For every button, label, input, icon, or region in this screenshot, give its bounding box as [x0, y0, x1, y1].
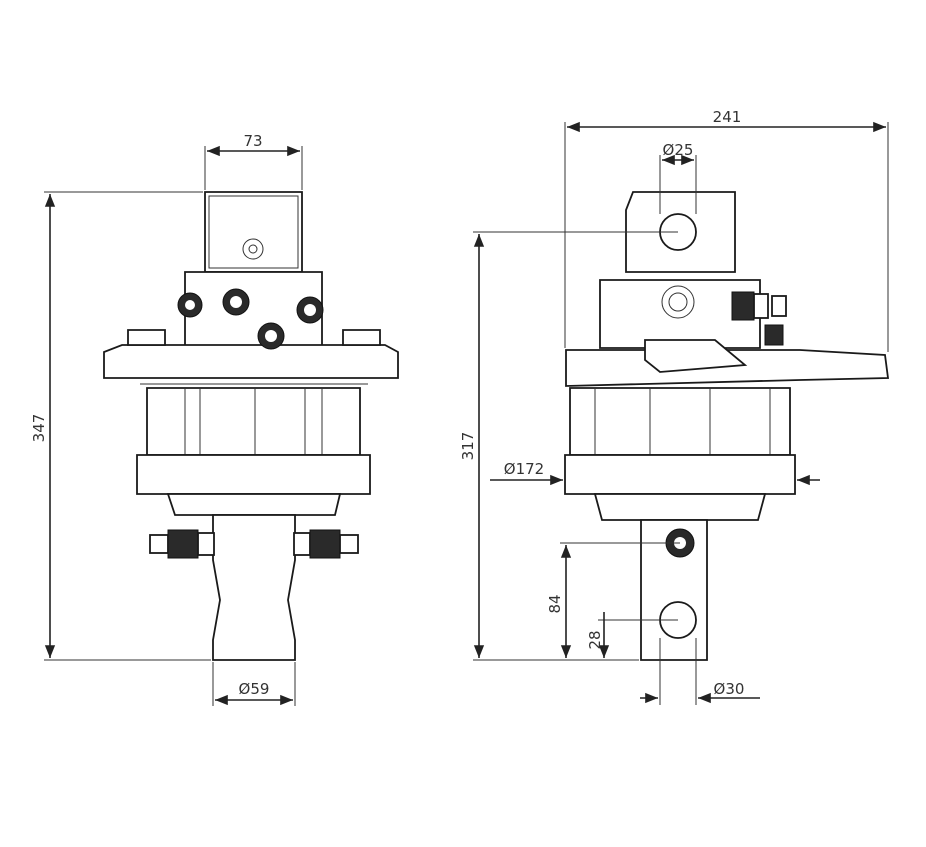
dim-diameter-30-label: Ø30	[714, 680, 745, 698]
dimension-28: 28	[586, 612, 678, 658]
dimension-diameter-59: Ø59	[212, 662, 296, 706]
dim-241-label: 241	[713, 108, 742, 126]
dim-317-label: 317	[459, 432, 477, 461]
side-view: 241 Ø25 317 Ø172 84	[459, 108, 890, 705]
dimension-73: 73	[204, 132, 303, 190]
dim-84-label: 84	[546, 594, 564, 613]
dimension-diameter-30: Ø30	[640, 638, 760, 705]
dimension-347: 347	[30, 191, 211, 661]
dim-diameter-172-label: Ø172	[504, 460, 544, 478]
dimension-diameter-25: Ø25	[659, 141, 697, 214]
front-view: 73 347 Ø59	[30, 132, 399, 706]
dimension-317: 317	[459, 231, 678, 661]
dimension-241: 241	[564, 108, 889, 352]
hydraulic-fittings-front	[149, 288, 359, 559]
dimension-84: 84	[546, 542, 680, 658]
dim-73-label: 73	[243, 132, 262, 150]
dim-diameter-25-label: Ø25	[663, 141, 694, 159]
dim-diameter-59-label: Ø59	[239, 680, 270, 698]
dimension-diameter-172: Ø172	[490, 460, 820, 486]
dim-347-label: 347	[30, 414, 48, 443]
dim-28-label: 28	[586, 630, 604, 649]
